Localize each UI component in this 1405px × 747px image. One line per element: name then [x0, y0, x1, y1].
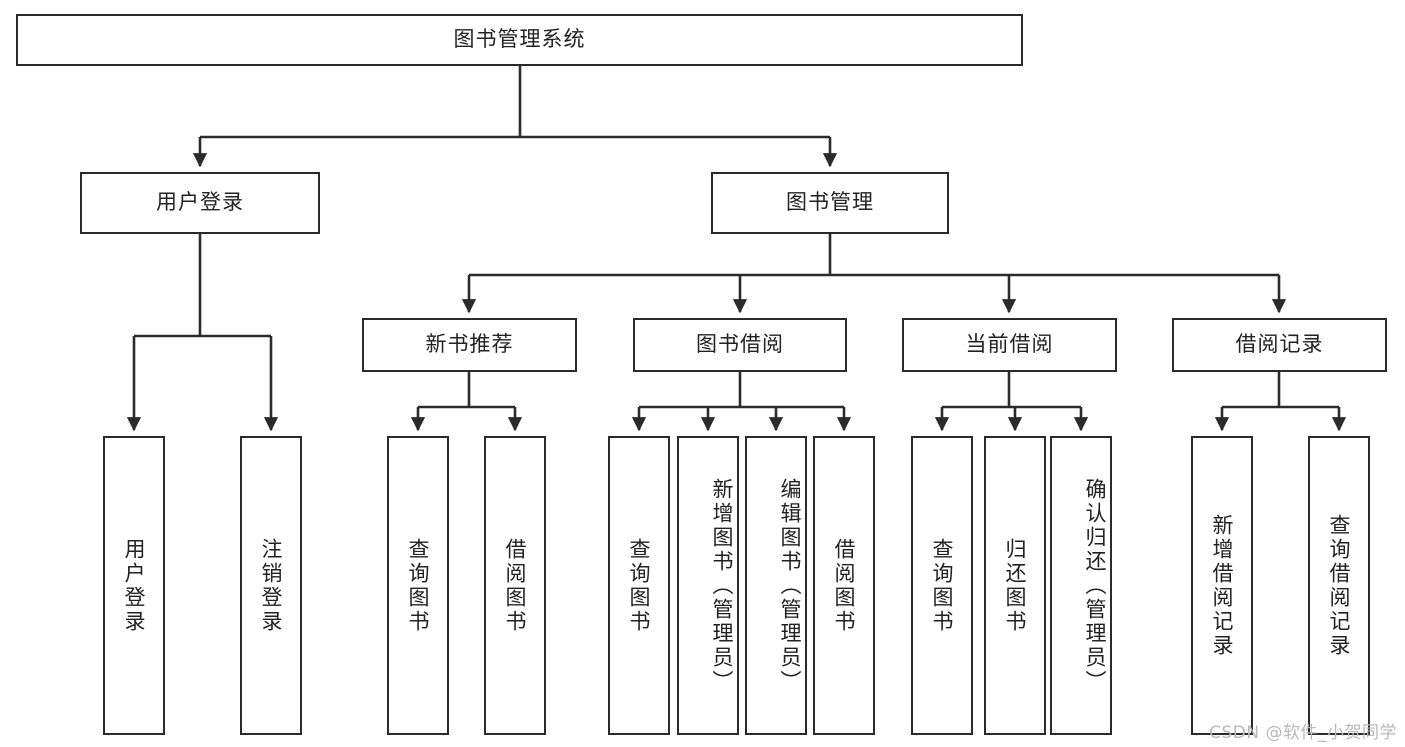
node-leaf-query-record[interactable]: 查询借阅记录 — [1308, 436, 1370, 735]
node-leaf-user-login[interactable]: 用户登录 — [103, 436, 165, 735]
node-root[interactable]: 图书管理系统 — [16, 14, 1023, 66]
node-user-login-label: 用户登录 — [156, 190, 244, 215]
node-leaf-query-book-3[interactable]: 查询图书 — [911, 436, 973, 735]
node-leaf-return-book-label: 归还图书 — [1003, 537, 1027, 634]
node-leaf-add-record[interactable]: 新增借阅记录 — [1191, 436, 1253, 735]
node-leaf-query-book-2-label: 查询图书 — [627, 537, 651, 634]
node-leaf-query-book-1-label: 查询图书 — [406, 537, 430, 634]
node-new-book-rec[interactable]: 新书推荐 — [362, 318, 577, 372]
csdn-watermark: CSDN @软件_小贺同学 — [1209, 723, 1397, 743]
node-current-borrow[interactable]: 当前借阅 — [902, 318, 1117, 372]
node-book-manage[interactable]: 图书管理 — [711, 172, 949, 234]
node-leaf-edit-book-label: 编辑图书（管理员） — [778, 477, 802, 694]
node-leaf-add-record-label: 新增借阅记录 — [1210, 513, 1234, 658]
node-leaf-query-book-2[interactable]: 查询图书 — [608, 436, 670, 735]
node-root-label: 图书管理系统 — [453, 27, 586, 52]
node-leaf-borrow-book-2[interactable]: 借阅图书 — [813, 436, 875, 735]
node-leaf-return-book[interactable]: 归还图书 — [984, 436, 1046, 735]
node-leaf-borrow-book-1[interactable]: 借阅图书 — [484, 436, 546, 735]
node-leaf-add-book[interactable]: 新增图书（管理员） — [677, 436, 739, 735]
node-borrow-record[interactable]: 借阅记录 — [1172, 318, 1387, 372]
node-leaf-user-logout-label: 注销登录 — [259, 537, 283, 634]
node-book-borrow-label: 图书借阅 — [696, 332, 784, 357]
node-leaf-user-logout[interactable]: 注销登录 — [240, 436, 302, 735]
node-leaf-borrow-book-1-label: 借阅图书 — [503, 537, 527, 634]
node-book-borrow[interactable]: 图书借阅 — [633, 318, 847, 372]
node-leaf-add-book-label: 新增图书（管理员） — [710, 477, 734, 694]
node-new-book-rec-label: 新书推荐 — [425, 332, 514, 357]
node-leaf-edit-book[interactable]: 编辑图书（管理员） — [745, 436, 807, 735]
node-borrow-record-label: 借阅记录 — [1235, 332, 1324, 357]
node-leaf-query-book-1[interactable]: 查询图书 — [387, 436, 449, 735]
node-leaf-query-record-label: 查询借阅记录 — [1327, 513, 1351, 658]
node-leaf-confirm-return-label: 确认归还（管理员） — [1083, 477, 1107, 694]
node-leaf-query-book-3-label: 查询图书 — [930, 537, 954, 634]
node-leaf-borrow-book-2-label: 借阅图书 — [832, 537, 856, 634]
node-current-borrow-label: 当前借阅 — [965, 332, 1054, 357]
node-user-login[interactable]: 用户登录 — [80, 172, 320, 234]
node-book-manage-label: 图书管理 — [786, 190, 874, 215]
node-leaf-confirm-return[interactable]: 确认归还（管理员） — [1050, 436, 1112, 735]
node-leaf-user-login-label: 用户登录 — [122, 537, 146, 634]
